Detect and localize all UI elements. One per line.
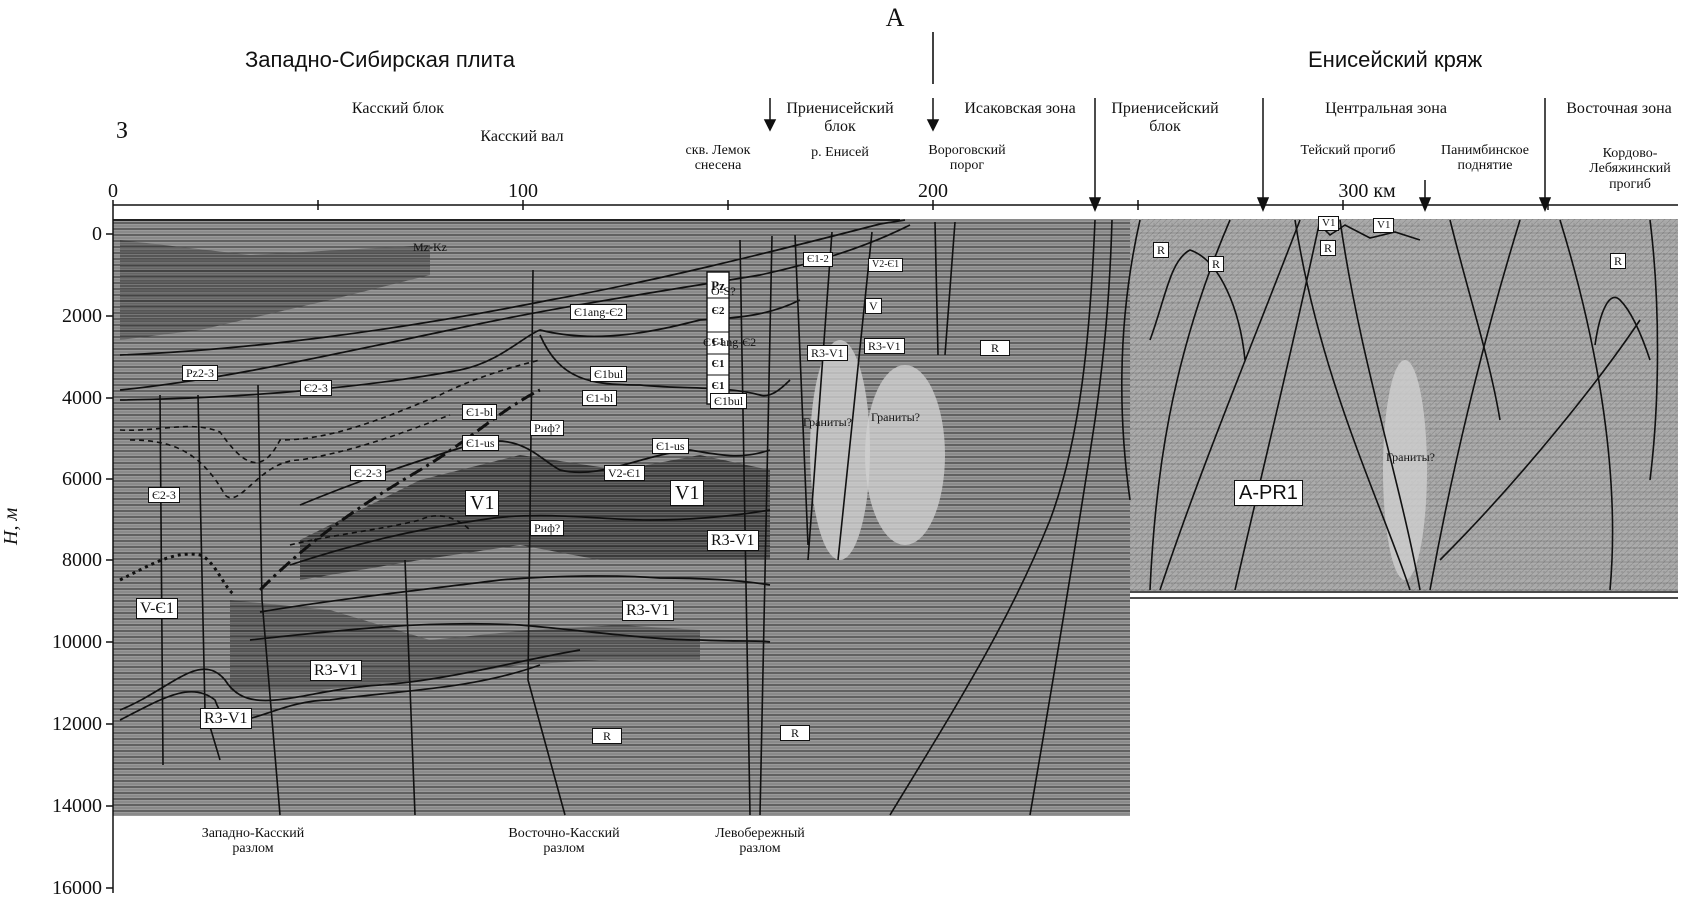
unit-r3v1b: R3-V1	[622, 600, 674, 621]
zone-eastern: Восточная зона	[1566, 100, 1672, 118]
arrow-3	[1090, 98, 1100, 210]
depth-label-0: 0	[92, 223, 102, 245]
west-marker-label: З	[116, 118, 128, 144]
unit-r2: R	[780, 725, 810, 741]
depth-label-14000: 14000	[52, 795, 102, 817]
unit-r3: R	[980, 340, 1010, 356]
unit-e1bl: Є1-bl	[462, 404, 497, 420]
zone-kassky-block: Касский блок	[352, 100, 444, 118]
depth-label-4000: 4000	[62, 387, 102, 409]
well-label-e1b: Є1	[707, 358, 729, 370]
fault-label-west-kassky: Западно-Касский разлом	[183, 826, 323, 857]
unit-r3v1c: R3-V1	[310, 660, 362, 681]
zone-central: Центральная зона	[1325, 100, 1447, 118]
arrow-1	[765, 98, 775, 130]
unit-r5: R	[1208, 256, 1224, 272]
unit-pz23: Pz2-3	[182, 365, 218, 381]
white-margin-lower-right	[1130, 600, 1696, 903]
unit-e1bul2: Є1bul	[710, 393, 747, 409]
distance-label-100: 100	[508, 180, 538, 202]
well-label-e1c: Є1	[707, 380, 729, 392]
unit-e1ang: Є1ang-Є2	[570, 304, 627, 320]
unit-r6: R	[1320, 240, 1336, 256]
unit-v1a: V1	[465, 490, 499, 516]
distance-label-200: 200	[918, 180, 948, 202]
unit-e23c: Є2-3	[148, 487, 180, 503]
zone-isakovskaya: Исаковская зона	[964, 100, 1075, 118]
zone-prieniseisky-block-west: Приенисейский блок	[775, 100, 905, 135]
marker-a-label: А	[886, 4, 905, 33]
zone-well-lemok: скв. Лемок снесена	[668, 143, 768, 174]
region-west-siberian-plate: Западно-Сибирская плита	[245, 48, 515, 72]
zone-vorogovsky-porog: Вороговский порог	[912, 143, 1022, 174]
depth-label-8000: 8000	[62, 549, 102, 571]
unit-v-east2: V1	[1373, 218, 1394, 233]
unit-e1-2: Є1-2	[803, 252, 833, 267]
seismic-background	[113, 219, 1696, 903]
unit-apr1: A-PR1	[1234, 480, 1303, 506]
zone-kassky-val: Касский вал	[480, 128, 563, 146]
unit-r3v1d: R3-V1	[200, 708, 252, 729]
unit-v1b: V1	[670, 480, 704, 506]
unit-rif2: Риф?	[530, 520, 564, 536]
distance-axis	[113, 200, 1678, 210]
zone-kordovo: Кордово-Лебяжинский прогиб	[1580, 146, 1680, 192]
granite-zone-3	[1383, 360, 1427, 580]
unit-e1us: Є1-us	[462, 435, 499, 451]
unit-granites2: Граниты?	[868, 410, 923, 424]
region-yenisei-ridge: Енисейский кряж	[1308, 48, 1482, 72]
unit-r3v1a: R3-V1	[707, 530, 759, 551]
unit-r3v1f: R3-V1	[864, 338, 905, 354]
unit-e1bul: Є1bul	[590, 366, 627, 382]
well-label-e1a: Є1	[707, 336, 729, 348]
fault-label-left-bank: Левобережный разлом	[705, 826, 815, 857]
well-label-e2: Є2	[707, 305, 729, 317]
depth-axis	[106, 210, 113, 893]
granite-zone-1	[810, 340, 870, 560]
depth-label-16000: 16000	[52, 877, 102, 899]
unit-v-east1: V1	[1318, 216, 1339, 231]
distance-label-0: 0	[108, 180, 118, 202]
unit-r1: R	[592, 728, 622, 744]
granite-zone-2	[865, 365, 945, 545]
unit-e1bl2: Є1-bl	[582, 390, 617, 406]
unit-rif1: Риф?	[530, 420, 564, 436]
unit-r7: R	[1610, 253, 1626, 269]
zone-prieniseisky-block-east: Приенисейский блок	[1105, 100, 1225, 135]
zone-panimbinskoe: Панимбинское поднятие	[1425, 143, 1545, 174]
depth-label-2000: 2000	[62, 305, 102, 327]
unit-e23b: Є-2-3	[350, 465, 386, 481]
well-label-pz: Pz	[707, 278, 729, 294]
unit-v2e: V2-Є1	[604, 465, 645, 481]
arrow-2	[928, 98, 938, 130]
unit-ve1: V-Є1	[136, 598, 178, 619]
zone-yenisei-river: р. Енисей	[811, 145, 869, 160]
unit-granites3: Граниты?	[1383, 450, 1438, 464]
distance-label-300: 300 км	[1338, 180, 1395, 202]
fault-label-east-kassky: Восточно-Касский разлом	[489, 826, 639, 857]
unit-r3v1e: R3-V1	[807, 345, 848, 361]
unit-mz-kz: Mz-Kz	[410, 240, 450, 254]
unit-e1us2: Є1-us	[652, 438, 689, 454]
unit-r4: R	[1153, 242, 1169, 258]
zone-teysky: Тейский прогиб	[1300, 143, 1395, 158]
unit-e23: Є2-3	[300, 380, 332, 396]
depth-label-6000: 6000	[62, 468, 102, 490]
depth-label-10000: 10000	[52, 631, 102, 653]
unit-granites1: Граниты?	[800, 415, 855, 429]
unit-v-mid: V	[865, 298, 882, 314]
unit-v2e2: V2-Є1	[868, 258, 903, 272]
arrow-4	[1258, 98, 1268, 210]
depth-label-12000: 12000	[52, 713, 102, 735]
depth-axis-title: H, м	[0, 508, 22, 545]
